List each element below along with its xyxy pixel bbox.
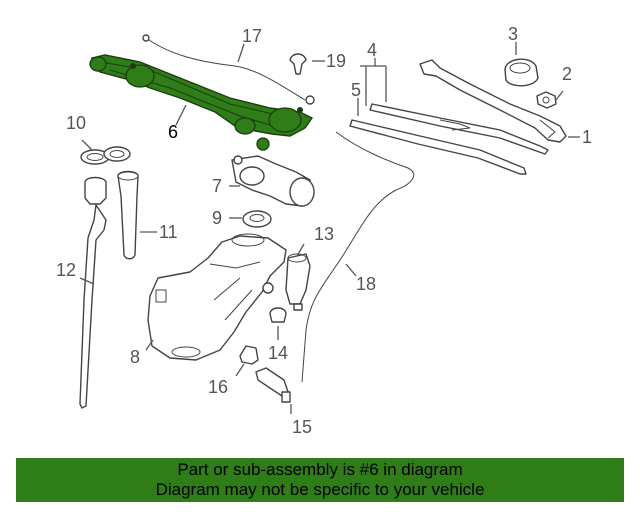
part-11-filler-neck[interactable] [117, 170, 139, 260]
part-12-filler-tube[interactable] [79, 176, 107, 409]
callout-4[interactable]: 4 [367, 40, 377, 60]
callout-14[interactable]: 14 [268, 343, 288, 363]
part-15-level-sensor[interactable] [255, 367, 291, 403]
part-2-nut[interactable] [536, 91, 557, 109]
part-5-blade-insert[interactable] [349, 119, 527, 175]
callout-7[interactable]: 7 [212, 176, 222, 196]
wiper-washer-parts-diagram: 1 2 3 4 5 6 7 8 9 10 11 12 13 14 15 16 1… [56, 24, 592, 437]
part-17-cable[interactable] [142, 34, 315, 105]
part-13-washer-pump[interactable] [285, 253, 311, 311]
callout-19[interactable]: 19 [326, 51, 346, 71]
part-3-arm-cap[interactable] [504, 58, 539, 87]
part-18-washer-hose[interactable] [301, 131, 415, 383]
callout-1[interactable]: 1 [582, 127, 592, 147]
part-19-clip[interactable] [289, 53, 307, 75]
callout-3[interactable]: 3 [508, 24, 518, 44]
notice-line-disclaimer: Diagram may not be specific to your vehi… [155, 480, 485, 499]
callout-2[interactable]: 2 [562, 64, 572, 84]
callout-15[interactable]: 15 [292, 417, 312, 437]
callout-18[interactable]: 18 [356, 274, 376, 294]
part-7-wiper-motor[interactable] [231, 155, 315, 207]
callout-13[interactable]: 13 [314, 224, 334, 244]
callout-8[interactable]: 8 [130, 347, 140, 367]
callout-6[interactable]: 6 [168, 122, 178, 142]
part-4-wiper-blade[interactable] [369, 103, 549, 155]
part-8-washer-reservoir[interactable] [147, 233, 287, 361]
callout-16[interactable]: 16 [208, 377, 228, 397]
part-14-grommet[interactable] [269, 307, 287, 323]
callout-5[interactable]: 5 [351, 80, 361, 100]
callout-17[interactable]: 17 [242, 26, 262, 46]
callout-11[interactable]: 11 [159, 222, 178, 242]
part-16-clip[interactable] [239, 345, 259, 365]
part-1-wiper-arm[interactable] [419, 59, 567, 143]
part-9-grommet[interactable] [242, 210, 272, 228]
callout-10[interactable]: 10 [66, 113, 86, 133]
callout-9[interactable]: 9 [212, 208, 222, 228]
callout-12[interactable]: 12 [56, 260, 76, 280]
part-10-seals[interactable] [80, 146, 131, 165]
notice-line-part: Part or sub-assembly is #6 in diagram [177, 460, 463, 479]
notice-banner: Part or sub-assembly is #6 in diagram Di… [16, 458, 624, 502]
part-6-wiper-transmission[interactable] [89, 54, 314, 151]
